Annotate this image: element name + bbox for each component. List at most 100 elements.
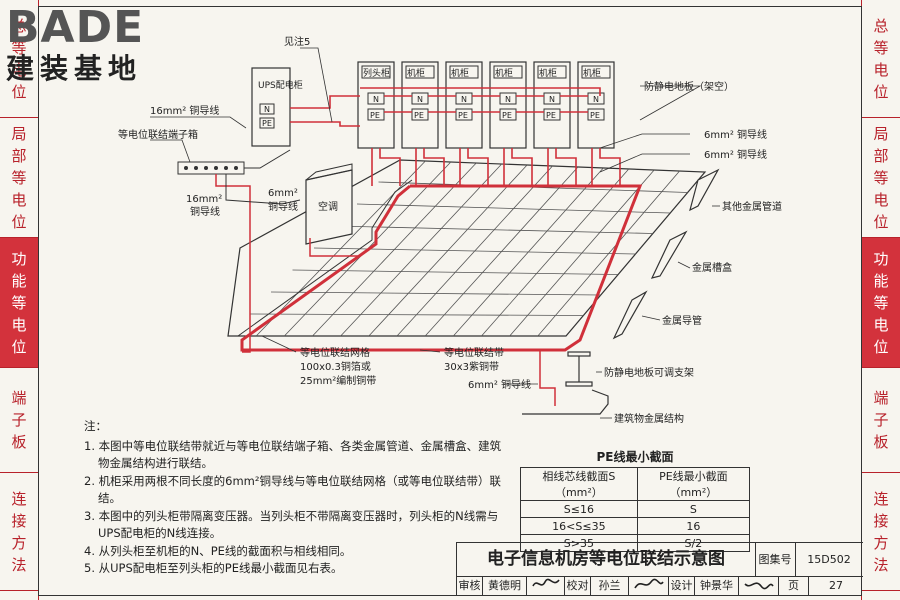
left-tab-3[interactable]: 端子板 (0, 368, 38, 473)
left-tab-4[interactable]: 连接方法 (0, 473, 38, 591)
cabinet (401, 61, 439, 149)
drawing-frame (38, 6, 862, 596)
cabinet-drop-wire (423, 148, 445, 186)
wire6b-label: 6mm² 铜导线 (704, 128, 767, 141)
atlas-number: 15D502 (807, 553, 851, 566)
pe-terminal (543, 108, 561, 121)
tab-char: 局 (11, 124, 27, 143)
wire6c-label: 6mm² 铜导线 (704, 148, 767, 161)
n-terminal (455, 92, 473, 105)
review-label: 审核 (457, 576, 483, 595)
pe-label: PE (502, 111, 512, 120)
support-label: 防静电地板可调支架 (604, 366, 694, 379)
terminal-box-label: 等电位联结端子箱 (118, 128, 198, 141)
floor-grid (249, 160, 688, 337)
design-label: 设计 (669, 576, 695, 595)
tab-char: 位 (873, 82, 889, 101)
tab-char: 功 (11, 249, 27, 268)
ups-cabinet (251, 67, 291, 147)
right-tab-0[interactable]: 总等电位 (862, 0, 900, 118)
logo: BADE 建装基地 (6, 4, 176, 94)
tab-char: 电 (11, 315, 27, 334)
tab-char: 部 (11, 146, 27, 165)
cabinet-drop-wire (467, 148, 489, 186)
reviewer-signature (527, 576, 565, 595)
cabinet-wires (371, 95, 621, 186)
grid-label-3: 25mm²编制铜带 (300, 374, 376, 387)
tab-char: 等 (873, 293, 889, 312)
pe-terminal (367, 108, 385, 121)
page-label: 页 (779, 576, 809, 595)
notes: 注： 1. 本图中等电位联结带就近与等电位联结端子箱、各类金属管道、金属槽盒、建… (84, 418, 504, 578)
checker-name: 孙兰 (591, 576, 629, 595)
left-tab-0[interactable]: 总等电位 (0, 0, 38, 118)
ups-n: N (264, 105, 270, 114)
wire16a-label: 16mm² 铜导线 (150, 104, 219, 117)
tab-char: 位 (11, 337, 27, 356)
note-item: 5. 从UPS配电柜至列头柜的PE线最小截面见右表。 (84, 561, 343, 575)
pe-table-grid: 相线芯线截面S（mm²） PE线最小截面（mm²） S≤16 S 16<S≤35… (520, 467, 751, 552)
designer-signature (739, 576, 779, 595)
tab-char: 端 (873, 389, 889, 407)
table-cell: 16 (636, 517, 751, 535)
right-tab-1[interactable]: 局部等电位 (862, 118, 900, 238)
n-label: N (417, 95, 423, 104)
structure-label: 建筑物金属结构 (614, 412, 684, 425)
tab-char: 能 (873, 271, 889, 290)
cabinet-drop-wire (555, 148, 577, 186)
right-tab-3[interactable]: 端子板 (862, 368, 900, 473)
grid-line (356, 203, 671, 214)
tab-char: 位 (11, 212, 27, 231)
cabinet (445, 61, 483, 149)
page-number: 27 (829, 579, 843, 592)
tab-char: 电 (873, 60, 889, 79)
tab-char: 板 (873, 433, 889, 451)
tab-char: 功 (873, 249, 889, 268)
cabinet-label: 机柜 (539, 67, 557, 79)
tab-char: 总 (11, 16, 27, 35)
metal-conduit-label: 金属导管 (662, 314, 702, 327)
metal-trough-label: 金属槽盒 (692, 261, 732, 274)
antistatic-floor-label: 防静电地板（架空） (644, 80, 734, 93)
pe-table-header: 相线芯线截面S（mm²） (520, 467, 638, 501)
pe-table-caption: PE线最小截面 (596, 450, 674, 464)
cabinet-label: 机柜 (407, 67, 425, 79)
tab-char: 法 (11, 555, 27, 574)
cabinet-label-box (581, 65, 611, 79)
pe-table-header: PE线最小截面（mm²） (636, 467, 751, 501)
cabinet-label: 机柜 (583, 67, 601, 79)
tab-char: 等 (873, 38, 889, 57)
tab-char: 电 (873, 190, 889, 209)
floor-support (522, 351, 609, 415)
right-tab-2[interactable]: 功能等电位 (862, 238, 900, 368)
table-cell: S (636, 500, 751, 518)
ac-label: 空调 (318, 200, 338, 213)
pe-label: PE (414, 111, 424, 120)
ups-wires (290, 87, 601, 127)
wire16b-label-2: 铜导线 (190, 205, 220, 218)
tab-char: 部 (873, 146, 889, 165)
n-label: N (593, 95, 599, 104)
metal-pipes (612, 168, 720, 340)
wire6a-label-2: 铜导线 (268, 200, 298, 213)
n-label: N (505, 95, 511, 104)
wire6a-label-1: 6mm² (268, 188, 298, 199)
n-label: N (461, 95, 467, 104)
checker-signature (629, 576, 669, 595)
tab-char: 位 (873, 337, 889, 356)
tab-char: 电 (873, 315, 889, 334)
left-tab-1[interactable]: 局部等电位 (0, 118, 38, 238)
drawing-title: 电子信息机房等电位联结示意图 (457, 543, 756, 576)
n-terminal (587, 92, 605, 105)
n-terminal (499, 92, 517, 105)
tab-char: 接 (11, 511, 27, 530)
right-tab-4[interactable]: 连接方法 (862, 473, 900, 591)
tab-char: 能 (11, 271, 27, 290)
notes-title: 注： (84, 419, 107, 433)
grid-line (335, 225, 653, 234)
left-tab-2[interactable]: 功能等电位 (0, 238, 38, 368)
n-terminal (367, 92, 385, 105)
tab-char: 法 (873, 555, 889, 574)
